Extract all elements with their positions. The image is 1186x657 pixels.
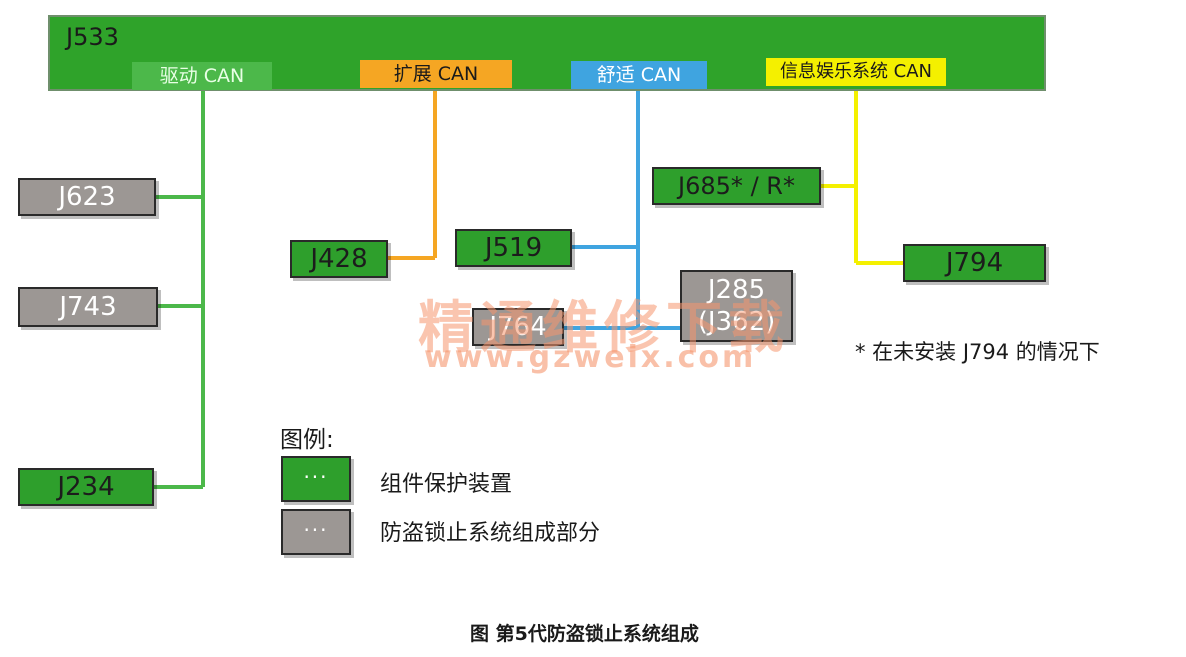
extension-can-wires — [387, 88, 437, 260]
node-j685: J685* / R* — [652, 167, 821, 205]
legend-swatch-immobilizer: ··· — [281, 509, 351, 555]
node-j623: J623 — [18, 178, 156, 216]
infotainment-can-label: 信息娱乐系统 CAN — [766, 58, 946, 86]
node-j428: J428 — [290, 240, 388, 278]
node-j234: J234 — [18, 468, 154, 506]
node-j285-label: J285 — [707, 275, 766, 305]
footnote: * 在未安装 J794 的情况下 — [855, 340, 1100, 364]
watermark-url: www.gzweix.com — [424, 340, 757, 375]
extension-can-label: 扩展 CAN — [360, 60, 512, 88]
figure-caption: 图 第5代防盗锁止系统组成 — [470, 623, 699, 645]
watermark-text: 精通维修下载 — [418, 296, 790, 361]
drive-can-label: 驱动 CAN — [132, 62, 272, 90]
comfort-can-wires — [563, 89, 681, 330]
node-j794: J794 — [903, 244, 1046, 282]
legend-title: 图例: — [280, 427, 334, 453]
drive-can-wires — [153, 90, 205, 489]
node-j362-label: (J362) — [697, 307, 776, 337]
legend-label-protected: 组件保护装置 — [380, 472, 513, 497]
legend-label-immobilizer: 防盗锁止系统组成部分 — [380, 521, 601, 546]
node-j519: J519 — [455, 229, 572, 267]
node-j764: J764 — [472, 308, 564, 346]
infotainment-can-wires — [820, 86, 904, 265]
node-j285: J285 (J362) — [680, 270, 793, 342]
gateway-label: J533 — [66, 23, 119, 51]
node-j743: J743 — [18, 287, 158, 327]
legend-swatch-protected: ··· — [281, 456, 351, 502]
comfort-can-label: 舒适 CAN — [571, 61, 707, 89]
